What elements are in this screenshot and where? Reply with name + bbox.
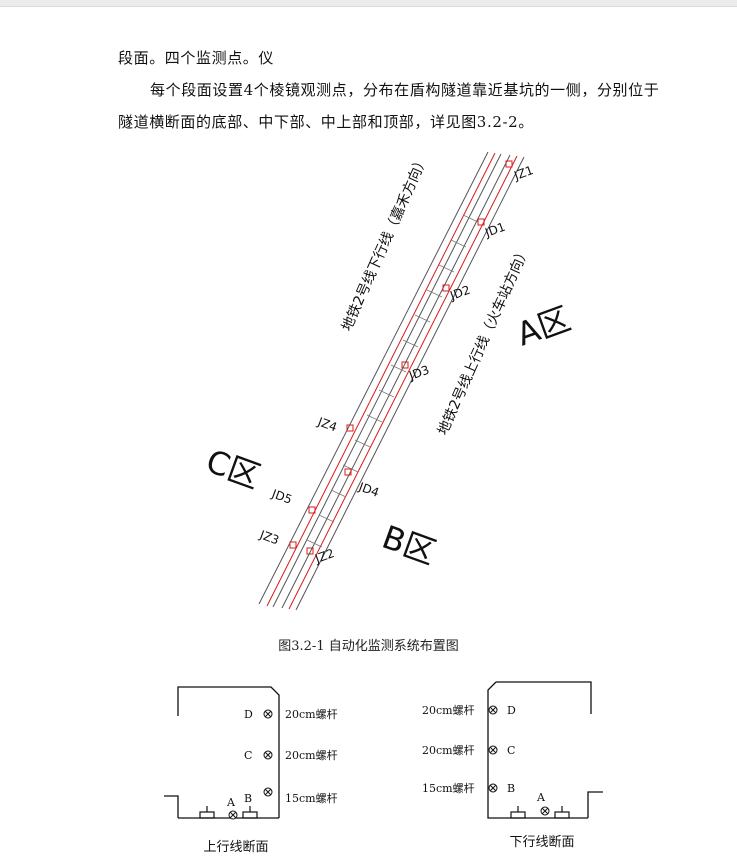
svg-text:20cm螺杆: 20cm螺杆 [422,743,475,757]
left-section-caption: 上行线断面 [203,840,268,855]
svg-text:B: B [244,792,252,805]
paragraph-line-2: 每个段面设置4个棱镜观测点，分布在盾构隧道靠近基坑的一侧，分别位于 [150,81,660,99]
left-section-step [164,795,179,818]
zone-a-label: A区 [512,299,576,353]
section-ticks [306,214,479,548]
svg-text:15cm螺杆: 15cm螺杆 [285,791,338,805]
label-jd5: JD5 [269,486,294,506]
down-line-inner-rail [272,153,502,608]
marker-jd5 [308,506,316,514]
prism-icon [263,787,273,797]
svg-text:20cm螺杆: 20cm螺杆 [422,703,475,717]
right-section-outline [487,681,588,819]
up-line-red-rail [288,155,518,610]
svg-text:20cm螺杆: 20cm螺杆 [285,707,338,721]
label-jz2: JZ2 [312,546,336,566]
right-section-top [496,681,592,714]
left-rail-bases [199,806,258,819]
marker-jz3 [289,541,297,549]
left-section-outline [177,686,280,818]
left-prisms [228,709,273,820]
up-line-inner-rail [281,154,511,609]
svg-text:20cm螺杆: 20cm螺杆 [285,748,338,762]
right-labels: 20cm螺杆 20cm螺杆 15cm螺杆 D C B A [422,703,546,804]
right-section-caption: 下行线断面 [509,835,574,850]
prism-icon [488,745,498,755]
down-line-outer-rail [258,151,489,605]
label-jz1: JZ1 [511,163,535,183]
up-line-outer-rail [295,156,525,611]
label-jd3: JD3 [406,363,431,383]
marker-jd4 [344,468,352,476]
zone-b-label: B区 [377,518,441,572]
svg-text:15cm螺杆: 15cm螺杆 [422,781,475,795]
svg-text:D: D [244,708,253,721]
point-labels: JZ1 JD1 JD2 JD3 JZ4 JD4 JD5 JZ3 JZ2 [257,163,535,566]
prism-icon [263,709,273,719]
svg-text:D: D [507,704,516,717]
right-prisms [488,705,550,816]
right-rail-bases [510,806,570,819]
prism-icon [488,783,498,793]
paragraph-line-3: 隧道横断面的底部、中下部、中上部和顶部，详见图3.2-2。 [118,113,534,131]
prism-icon [263,750,273,760]
prism-icon [488,705,498,715]
label-jd4: JD4 [356,479,381,499]
label-jz3: JZ3 [257,527,281,547]
left-labels: D C 20cm螺杆 20cm螺杆 15cm螺杆 A B [226,707,338,809]
svg-text:B: B [507,782,515,795]
svg-text:A: A [536,791,546,804]
svg-text:C: C [244,749,252,762]
marker-jd3 [401,361,409,369]
zone-c-label: C区 [201,442,265,496]
tunnel-lines [258,151,525,611]
window-top-edge [0,0,737,7]
section-right [487,681,603,819]
right-section-step [587,791,603,818]
section-left [164,686,280,819]
marker-jz2 [306,547,314,555]
down-line-red-rail [266,152,496,607]
marker-jz1 [505,160,513,168]
svg-text:C: C [507,744,515,757]
figure1-caption: 图3.2-1 自动化监测系统布置图 [278,639,458,654]
line-up-label: 地铁2号线上行线（火车站方向） [434,244,533,438]
prism-icon [228,810,238,820]
label-jd2: JD2 [447,283,472,303]
paragraph-line-1: 段面。四个监测点。仪 [118,49,275,67]
monitoring-markers [289,160,513,555]
label-jz4: JZ4 [315,414,339,434]
label-jd1: JD1 [482,220,507,240]
marker-jd1 [477,218,485,226]
marker-jd2 [442,284,450,292]
marker-jz4 [346,424,354,432]
prism-icon [540,806,550,816]
svg-text:A: A [226,796,236,809]
